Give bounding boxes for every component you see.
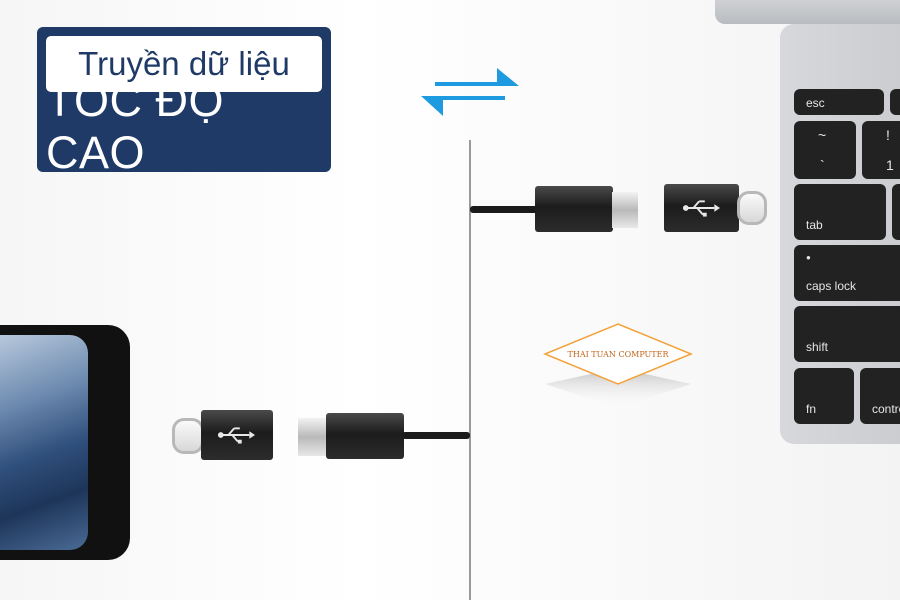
micro-usb-tip-lower <box>298 418 326 456</box>
key-q <box>892 184 900 240</box>
watermark-logo: THAI TUAN COMPUTER <box>543 323 693 408</box>
smartphone <box>0 325 130 560</box>
key-fn: fn <box>794 368 854 424</box>
transfer-arrows-icon <box>421 68 519 116</box>
key-control: contro <box>860 368 900 424</box>
otg-adapter-upper <box>664 184 739 232</box>
watermark-text: THAI TUAN COMPUTER <box>568 350 670 359</box>
key-esc: esc <box>794 89 884 115</box>
key-tab: tab <box>794 184 886 240</box>
laptop-lid <box>715 0 900 24</box>
type-c-tip-lower <box>172 418 204 454</box>
caps-lock-indicator-icon: ● <box>806 253 811 262</box>
type-c-tip-upper <box>737 191 767 225</box>
cable-upper <box>470 206 540 213</box>
otg-adapter-lower <box>201 410 273 460</box>
headline-bottom-text: TỐC ĐỘ CAO <box>46 75 224 178</box>
micro-usb-plug-upper <box>535 186 613 232</box>
key-shift: shift <box>794 306 900 362</box>
phone-screen <box>0 335 88 550</box>
headline-badge: Truyền dữ liệu TỐC ĐỘ CAO <box>37 27 331 178</box>
micro-usb-plug-lower <box>326 413 404 459</box>
laptop-keyboard-deck: esc ~ ` ! 1 tab ● caps lock shift fn con… <box>780 24 900 444</box>
cable-lower <box>402 432 470 439</box>
micro-usb-tip-upper <box>612 192 638 228</box>
usb-symbol-icon <box>217 427 255 444</box>
divider-line <box>469 140 471 600</box>
key-one: ! 1 <box>862 121 900 179</box>
key-tilde: ~ ` <box>794 121 856 179</box>
usb-symbol-icon <box>682 200 720 217</box>
key-caps-lock: ● caps lock <box>794 245 900 301</box>
key-esc-right <box>890 89 900 115</box>
headline-top-text: Truyền dữ liệu <box>46 36 322 92</box>
